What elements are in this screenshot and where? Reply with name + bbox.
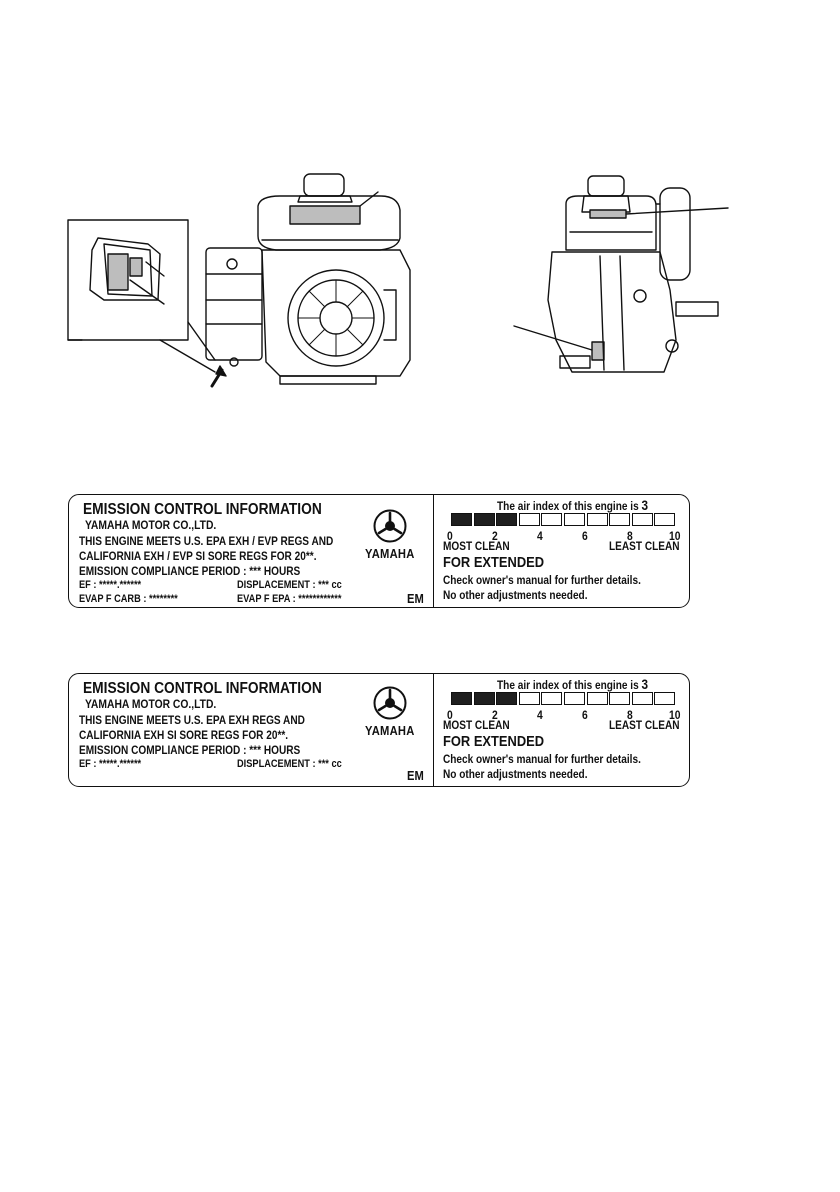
air-index-cell [586, 692, 608, 705]
manufacturer-name: YAMAHA MOTOR CO.,LTD. [85, 697, 217, 711]
label-right-panel: The air index of this engine is 3 0 2 4 … [435, 495, 689, 607]
air-index-caption: The air index of this engine is 3 [497, 497, 649, 513]
least-clean-label: LEAST CLEAN [609, 718, 680, 732]
air-index-cell [563, 513, 585, 526]
displacement-value: DISPLACEMENT : *** cc [237, 758, 342, 770]
air-index-caption: The air index of this engine is 3 [497, 676, 649, 692]
note-line-1: Check owner's manual for further details… [443, 573, 641, 587]
ef-value: EF : *****.****** [79, 758, 142, 770]
air-index-cell [563, 692, 585, 705]
extended-heading: FOR EXTENDED [443, 733, 545, 750]
label-title: EMISSION CONTROL INFORMATION [83, 501, 322, 518]
emission-label-evap: EMISSION CONTROL INFORMATION YAMAHA MOTO… [68, 494, 690, 608]
note-line-1: Check owner's manual for further details… [443, 752, 641, 766]
least-clean-label: LEAST CLEAN [609, 539, 680, 553]
air-index-cell [654, 692, 676, 705]
air-index-cell [451, 692, 472, 705]
air-index-cell [451, 513, 472, 526]
air-index-scale [451, 513, 677, 526]
engine-front-view [205, 173, 411, 388]
note-line-2: No other adjustments needed. [443, 767, 588, 781]
compliance-period: EMISSION COMPLIANCE PERIOD : *** HOURS [79, 743, 301, 757]
evap-carb-value: EVAP F CARB : ******** [79, 593, 178, 605]
yamaha-tuning-fork-logo-icon [373, 686, 407, 720]
air-index-cell [631, 513, 653, 526]
regulation-line-2: CALIFORNIA EXH / EVP SI SORE REGS FOR 20… [79, 549, 317, 563]
tick-6: 6 [582, 708, 588, 722]
regulation-line-2: CALIFORNIA EXH SI SORE REGS FOR 20**. [79, 728, 289, 742]
engine-side-view [513, 175, 729, 373]
label-left-panel: EMISSION CONTROL INFORMATION YAMAHA MOTO… [69, 495, 433, 607]
inset-detail [67, 219, 216, 373]
tick-2: 2 [492, 529, 498, 543]
air-index-cell [609, 692, 631, 705]
label-divider [433, 674, 434, 786]
extended-heading: FOR EXTENDED [443, 554, 545, 571]
air-index-cell [518, 513, 540, 526]
label-title: EMISSION CONTROL INFORMATION [83, 680, 322, 697]
tick-4: 4 [537, 529, 543, 543]
engine-illustrations [0, 0, 840, 420]
scale-ticks: 0 2 4 6 8 10 [445, 708, 681, 722]
family-code: EM [407, 591, 424, 606]
tick-2: 2 [492, 708, 498, 722]
engine-drawings-svg [67, 173, 729, 388]
family-code: EM [407, 768, 424, 783]
manufacturer-name: YAMAHA MOTOR CO.,LTD. [85, 518, 217, 532]
displacement-value: DISPLACEMENT : *** cc [237, 579, 342, 591]
most-clean-label: MOST CLEAN [443, 718, 510, 732]
tick-8: 8 [627, 529, 633, 543]
emission-label-exh: EMISSION CONTROL INFORMATION YAMAHA MOTO… [68, 673, 690, 787]
tick-6: 6 [582, 529, 588, 543]
evap-epa-value: EVAP F EPA : ************ [237, 593, 342, 605]
regulation-line-1: THIS ENGINE MEETS U.S. EPA EXH / EVP REG… [79, 534, 334, 548]
air-index-cell [541, 692, 563, 705]
ef-value: EF : *****.****** [79, 579, 142, 591]
air-index-cell [473, 692, 495, 705]
brand-wordmark: YAMAHA [365, 723, 415, 738]
yamaha-tuning-fork-logo-icon [373, 509, 407, 543]
air-index-cell [473, 513, 495, 526]
regulation-line-1: THIS ENGINE MEETS U.S. EPA EXH REGS AND [79, 713, 305, 727]
air-index-cell [518, 692, 540, 705]
air-index-scale [451, 692, 677, 705]
compliance-period: EMISSION COMPLIANCE PERIOD : *** HOURS [79, 564, 301, 578]
air-index-cell [631, 692, 653, 705]
label-divider [433, 495, 434, 607]
tick-10: 10 [669, 529, 681, 543]
tick-0: 0 [447, 708, 453, 722]
most-clean-label: MOST CLEAN [443, 539, 510, 553]
air-index-cell [496, 692, 518, 705]
air-index-cell [541, 513, 563, 526]
air-index-cell [496, 513, 518, 526]
air-index-cell [609, 513, 631, 526]
brand-wordmark: YAMAHA [365, 546, 415, 561]
note-line-2: No other adjustments needed. [443, 588, 588, 602]
label-right-panel: The air index of this engine is 3 0 2 4 … [435, 674, 689, 786]
tick-0: 0 [447, 529, 453, 543]
tick-8: 8 [627, 708, 633, 722]
air-index-cell [586, 513, 608, 526]
air-index-cell [654, 513, 676, 526]
tick-4: 4 [537, 708, 543, 722]
air-index-value: 3 [641, 676, 649, 692]
label-left-panel: EMISSION CONTROL INFORMATION YAMAHA MOTO… [69, 674, 433, 786]
tick-10: 10 [669, 708, 681, 722]
scale-ticks: 0 2 4 6 8 10 [445, 529, 681, 543]
air-index-value: 3 [641, 497, 649, 513]
